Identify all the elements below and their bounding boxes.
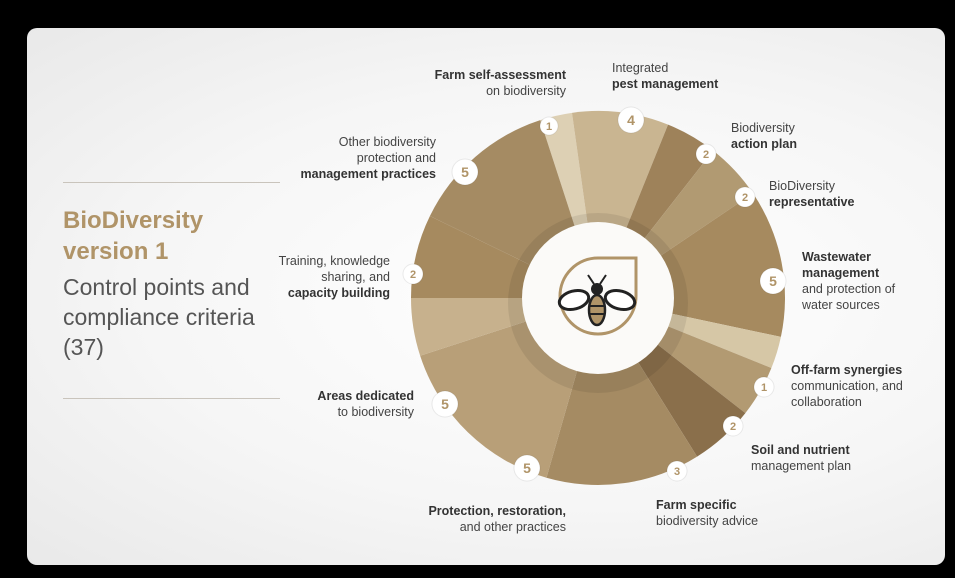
label-off-farm-synergies: Off-farm synergies communication, and col… [791,362,926,410]
count-badge: 5 [759,267,787,295]
label-text: communication, and collaboration [791,379,903,409]
label-farm-specific-advice: Farm specific biodiversity advice [656,497,758,529]
count-value: 2 [730,421,736,433]
label-pest-management: Integrated pest management [612,60,718,92]
label-capacity-building: Training, knowledge sharing, and capacity… [262,253,390,301]
count-value: 1 [761,382,767,394]
label-text: biodiversity advice [656,514,759,528]
count-badge: 4 [617,106,645,134]
label-text: on biodiversity [486,84,566,98]
count-badge: 5 [451,158,479,186]
label-management-practices: Other biodiversity protection and managem… [288,134,436,182]
infographic-card: BioDiversity version 1 Control points an… [27,28,945,565]
label-areas-dedicated: Areas dedicated to biodiversity [290,388,414,420]
count-badge: 2 [695,143,717,165]
label-soil-nutrient: Soil and nutrient management plan [751,442,851,474]
count-badge: 5 [513,454,541,482]
count-value: 2 [742,192,748,204]
label-bold: Soil and nutrient [751,443,850,457]
label-protection-restoration: Protection, restoration, and other practi… [396,503,566,535]
label-bold: Off-farm synergies [791,363,903,377]
label-bold: action plan [731,137,797,151]
label-bold: Areas dedicated [317,389,414,403]
count-value: 4 [627,112,635,128]
label-bold: Wastewater management [802,250,880,280]
label-text: Training, knowledge sharing, and [278,254,390,284]
bottom-divider [63,398,280,399]
label-bold: capacity building [287,286,390,300]
label-text: to biodiversity [337,405,414,419]
label-representative: BioDiversity representative [769,178,854,210]
wheel-segment [546,298,698,485]
title-line-1: BioDiversity [63,207,204,234]
label-text: Other biodiversity protection and [338,135,436,165]
count-value: 2 [703,149,709,161]
count-badge: 2 [722,415,744,437]
count-value: 3 [674,466,680,478]
subtitle: Control points and compliance criteria (… [63,274,255,360]
label-text: BioDiversity [769,179,835,193]
label-bold: Protection, restoration, [428,504,566,518]
count-badge: 2 [734,186,756,208]
label-text: and other practices [459,520,566,534]
top-divider [63,182,280,183]
count-value: 5 [461,164,469,180]
count-badge: 5 [431,390,459,418]
label-farm-self-assessment: Farm self-assessment on biodiversity [406,67,566,99]
count-value: 2 [410,269,416,281]
count-value: 5 [769,273,777,289]
label-bold: representative [769,195,855,209]
count-value: 5 [441,396,449,412]
label-bold: pest management [612,77,719,91]
label-text: management plan [751,459,852,473]
label-bold: Farm specific [656,498,737,512]
center-disc [522,222,674,374]
label-action-plan: Biodiversity action plan [731,120,797,152]
bee-icon [557,256,638,336]
count-badge: 1 [753,376,775,398]
count-value: 5 [523,460,531,476]
title-line-2: version 1 [63,238,169,265]
label-bold: Farm self-assessment [434,68,566,82]
count-value: 1 [546,121,552,133]
count-badge: 1 [539,116,559,136]
label-bold: management practices [300,167,436,181]
label-text: Biodiversity [731,121,795,135]
count-badge: 2 [402,263,424,285]
label-text: Integrated [612,61,669,75]
label-text: and protection of water sources [802,282,896,312]
count-badge: 3 [666,460,688,482]
